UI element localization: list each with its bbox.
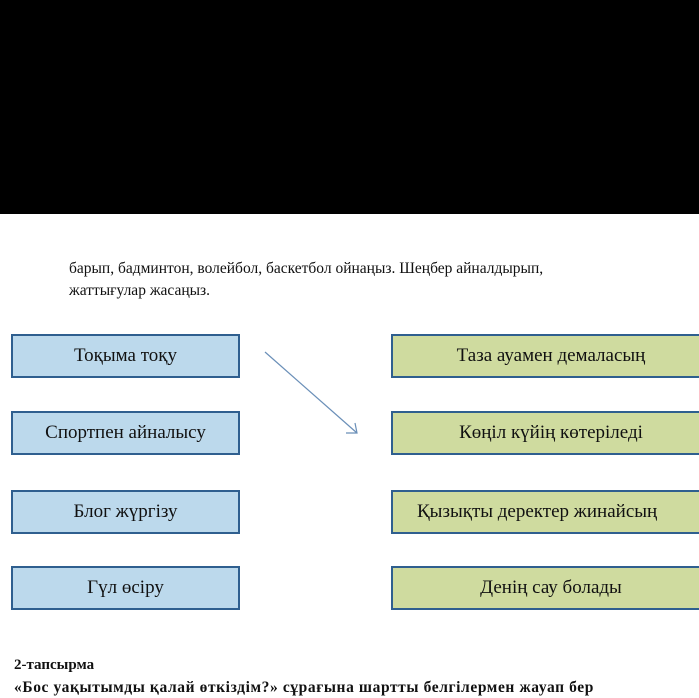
task-text: «Бос уақытымды қалай өткіздім?» сұрағына… (14, 679, 594, 696)
right-box-mood[interactable]: Көңіл күйің көтеріледі (391, 411, 699, 455)
left-box-knitting[interactable]: Тоқыма тоқу (11, 334, 240, 378)
left-box-sports[interactable]: Спортпен айналысу (11, 411, 240, 455)
right-box-fresh-air[interactable]: Таза ауамен демаласың (391, 334, 699, 378)
black-redaction-band (0, 0, 699, 214)
left-box-blogging[interactable]: Блог жүргізу (11, 490, 240, 534)
intro-paragraph: барып, бадминтон, волейбол, баскетбол ой… (69, 258, 689, 302)
intro-line-1: барып, бадминтон, волейбол, баскетбол ой… (69, 260, 544, 277)
right-box-health[interactable]: Денің сау болады (391, 566, 699, 610)
task-title: 2-тапсырма (14, 657, 95, 673)
left-box-flowers[interactable]: Гүл өсіру (11, 566, 240, 610)
intro-line-2: жаттығулар жасаңыз. (69, 282, 211, 299)
right-box-facts[interactable]: Қызықты деректер жинайсың (391, 490, 699, 534)
